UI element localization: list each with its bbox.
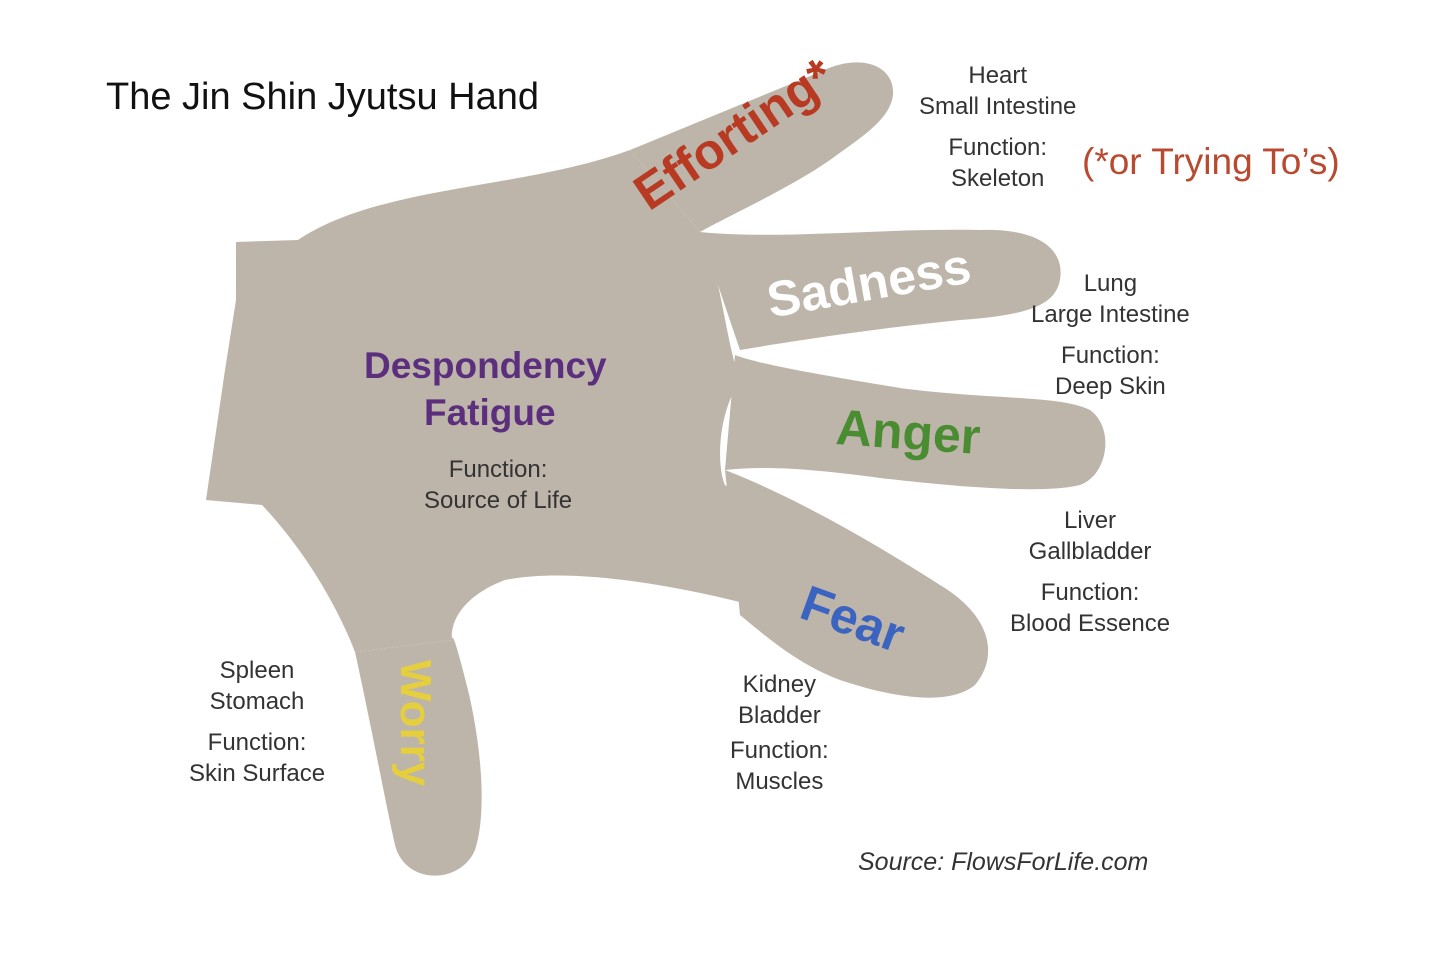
middle-finger-shape bbox=[630, 62, 894, 233]
pinky-finger-organ1: Kidney bbox=[742, 671, 817, 698]
hand-shape bbox=[206, 62, 1106, 876]
palm-function-value: Source of Life bbox=[424, 487, 573, 514]
index-finger-organ2: Gallbladder bbox=[1028, 538, 1152, 565]
middle-finger-function-value: Skeleton bbox=[951, 165, 1045, 192]
middle-finger-info: Heart Small Intestine Function: Skeleton bbox=[919, 60, 1076, 194]
palm-shape bbox=[206, 150, 880, 652]
ring-finger-function-value: Deep Skin bbox=[1055, 373, 1166, 400]
middle-finger-organ1: Heart bbox=[968, 62, 1028, 89]
middle-finger-function-label: Function: bbox=[948, 134, 1048, 161]
pinky-finger-shape bbox=[725, 470, 989, 698]
index-finger-function-value: Blood Essence bbox=[1010, 610, 1171, 637]
index-finger-shape bbox=[725, 355, 1106, 490]
thumb-shape bbox=[355, 637, 482, 876]
palm-function-block: Function: Source of Life bbox=[424, 454, 572, 516]
ring-finger-shape bbox=[700, 229, 1061, 350]
palm-emotion-despondency: Despondency bbox=[364, 345, 607, 386]
source-credit: Source: FlowsForLife.com bbox=[858, 848, 1149, 876]
middle-finger-organ2: Small Intestine bbox=[919, 93, 1077, 120]
efforting-footnote: (*or Trying To’s) bbox=[1082, 141, 1340, 182]
page-title: The Jin Shin Jyutsu Hand bbox=[106, 76, 540, 118]
palm-emotion-fatigue: Fatigue bbox=[424, 392, 556, 433]
thumb-info: Spleen Stomach Function: Skin Surface bbox=[189, 655, 325, 789]
ring-finger-info: Lung Large Intestine Function: Deep Skin bbox=[1031, 268, 1190, 402]
pinky-finger-organ2: Bladder bbox=[737, 702, 821, 729]
index-finger-emotion: Anger bbox=[834, 399, 983, 465]
thumb-emotion: Worry bbox=[391, 659, 441, 787]
index-finger-function-label: Function: bbox=[1040, 579, 1140, 606]
ring-finger-function-label: Function: bbox=[1061, 342, 1160, 369]
palm-function-label: Function: bbox=[448, 456, 548, 483]
thumb-organ1: Spleen bbox=[219, 657, 295, 684]
pinky-finger-info: Kidney Bladder Function: Muscles bbox=[730, 669, 829, 797]
pinky-finger-function-label: Function: bbox=[730, 737, 829, 764]
index-finger-organ1: Liver bbox=[1064, 507, 1117, 534]
ring-finger-organ1: Lung bbox=[1083, 270, 1138, 297]
thumb-function-label: Function: bbox=[207, 729, 307, 756]
ring-finger-organ2: Large Intestine bbox=[1031, 301, 1190, 328]
index-finger-info: Liver Gallbladder Function: Blood Essenc… bbox=[1010, 505, 1170, 639]
thumb-organ2: Stomach bbox=[209, 688, 305, 715]
thumb-function-value: Skin Surface bbox=[189, 760, 326, 787]
pinky-finger-function-value: Muscles bbox=[735, 768, 824, 795]
